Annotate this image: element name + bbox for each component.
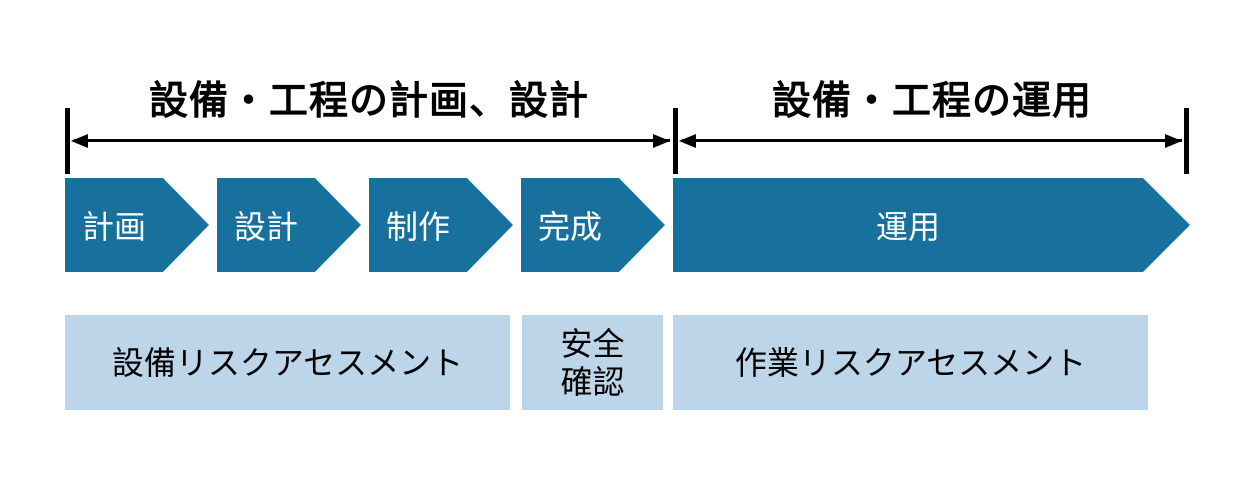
phase-title-operation: 設備・工程の運用 [771, 80, 1092, 123]
step-completion: 完成 [521, 178, 665, 272]
measure-bar-middle [673, 108, 678, 174]
step-operation: 運用 [673, 178, 1190, 272]
arrowhead-left-icon [71, 133, 88, 148]
arrowhead-right-icon [1165, 133, 1182, 148]
arrowhead-right-icon [653, 133, 670, 148]
work-risk-assessment-box: 作業リスクアセスメント [673, 315, 1148, 410]
measure-bar-right [1184, 108, 1189, 174]
measure-bar-left [65, 108, 70, 174]
step-production: 制作 [369, 178, 513, 272]
safety-confirmation-box: 安全 確認 [522, 315, 663, 410]
step-plan: 計画 [65, 178, 209, 272]
measure-line-planning [74, 139, 670, 142]
phase-title-planning-design: 設備・工程の計画、設計 [148, 80, 589, 123]
step-design: 設計 [217, 178, 361, 272]
measure-line-operation [682, 139, 1182, 142]
equipment-risk-assessment-box: 設備リスクアセスメント [65, 315, 510, 410]
arrowhead-left-icon [679, 133, 696, 148]
